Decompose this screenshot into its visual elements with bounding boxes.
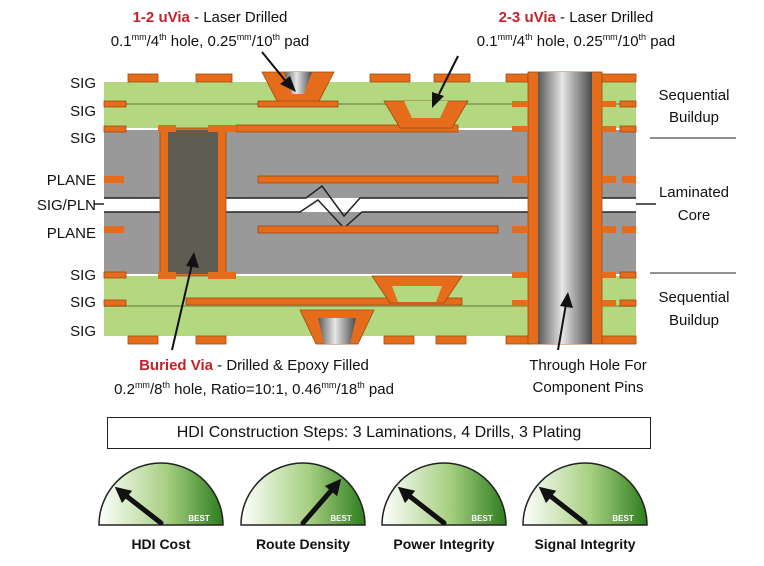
gauge-needle-head	[114, 486, 133, 504]
hdi-summary-text: HDI Construction Steps: 3 Laminations, 4…	[176, 424, 582, 441]
callout-through-hole: Through Hole For Component Pins	[529, 292, 647, 396]
callout-uvia-1-2-title: 1-2 uVia - Laser Drilled	[133, 9, 288, 26]
gauge-label: HDI Cost	[131, 536, 190, 552]
layer-label: SIG	[70, 294, 96, 311]
gauge-label: Signal Integrity	[534, 536, 635, 552]
hdi-summary-box: HDI Construction Steps: 3 Laminations, 4…	[107, 417, 651, 449]
plane-trace-bottom	[257, 225, 499, 234]
section-bottom-line2: Buildup	[669, 312, 719, 329]
layer-label: SIG	[70, 75, 96, 92]
gauge-badge: BEST	[188, 514, 209, 523]
section-core-line1: Laminated	[659, 184, 729, 201]
callout-through-line2: Component Pins	[533, 379, 644, 396]
callout-arrowhead	[280, 76, 296, 92]
layer-labels: SIG SIG SIG PLANE SIG/PLN PLANE SIG SIG …	[37, 75, 96, 340]
callout-uvia-1-2-spec: 0.1mm/4th hole, 0.25mm/10th pad	[111, 32, 310, 50]
plane-stub-left-top	[104, 176, 124, 183]
microvia-2-3	[383, 100, 469, 129]
microvia-7-8	[371, 275, 463, 304]
gauge-badge: BEST	[471, 514, 492, 523]
callout-uvia-1-2: 1-2 uVia - Laser Drilled 0.1mm/4th hole,…	[111, 9, 310, 92]
section-core-line2: Core	[678, 207, 711, 224]
layer-label: SIG/PLN	[37, 197, 96, 214]
gauge-dial	[381, 462, 507, 526]
callout-uvia-2-3-title: 2-3 uVia - Laser Drilled	[499, 9, 654, 26]
gauge-badge: BEST	[612, 514, 633, 523]
layer-label: SIG	[70, 323, 96, 340]
buried-via	[158, 125, 236, 279]
callout-buried-via: Buried Via - Drilled & Epoxy Filled 0.2m…	[114, 252, 394, 398]
callout-arrow	[437, 55, 459, 97]
gauge: BEST Signal Integrity	[522, 462, 648, 552]
layer-label: PLANE	[47, 172, 96, 189]
bottom-prepreg-divider	[104, 305, 636, 307]
callout-buried-spec: 0.2mm/8th hole, Ratio=10:1, 0.46mm/18th …	[114, 380, 394, 398]
gauge-needle-head	[397, 486, 416, 504]
layer-label: SIG	[70, 267, 96, 284]
plane-trace-top	[257, 175, 499, 184]
gauge-dial	[240, 462, 366, 526]
break-zigzag-top	[104, 184, 636, 218]
gauge: BEST HDI Cost	[98, 462, 224, 552]
callout-arrowhead	[432, 92, 444, 108]
gauge-needle-head	[324, 478, 342, 497]
callout-arrow	[171, 263, 193, 351]
board-cross-section	[0, 71, 764, 345]
gauge-needle-head	[538, 486, 557, 504]
microvia-1-2	[257, 71, 339, 108]
callout-arrowhead	[186, 252, 199, 268]
top-prepreg-divider	[104, 103, 636, 105]
plane-stub-right-bottom	[622, 226, 636, 233]
layer-label: SIG	[70, 103, 96, 120]
layer-label: PLANE	[47, 225, 96, 242]
callout-buried-title: Buried Via - Drilled & Epoxy Filled	[139, 357, 369, 374]
layer-label: SIG	[70, 130, 96, 147]
gauges: BEST HDI Cost BEST Route Density BEST Power I…	[98, 462, 648, 552]
callout-uvia-2-3: 2-3 uVia - Laser Drilled 0.1mm/4th hole,…	[432, 9, 675, 108]
section-labels: Sequential Buildup Laminated Core Sequen…	[650, 87, 736, 329]
core-break-gap	[0, 198, 764, 212]
microvia-8-9	[299, 309, 375, 345]
inner-signal-pads	[103, 100, 637, 307]
callout-through-line1: Through Hole For	[529, 357, 647, 374]
gauge-dial	[522, 462, 648, 526]
plane-stub-right-top	[622, 176, 636, 183]
break-zigzag-bottom	[104, 199, 636, 230]
section-top-line1: Sequential	[659, 87, 730, 104]
callout-arrow	[261, 51, 289, 85]
gauge: BEST Route Density	[240, 462, 366, 552]
gauge: BEST Power Integrity	[381, 462, 507, 552]
sig7-trace	[185, 297, 463, 306]
gauge-label: Route Density	[256, 536, 350, 552]
callout-arrowhead	[560, 292, 573, 308]
gauge-dial	[98, 462, 224, 526]
gauge-badge: BEST	[330, 514, 351, 523]
section-bottom-line1: Sequential	[659, 289, 730, 306]
callout-uvia-2-3-spec: 0.1mm/4th hole, 0.25mm/10th pad	[477, 32, 676, 50]
section-top-line2: Buildup	[669, 109, 719, 126]
gauge-label: Power Integrity	[393, 536, 494, 552]
plane-stub-left-bottom	[104, 226, 124, 233]
callout-arrow	[557, 303, 567, 351]
